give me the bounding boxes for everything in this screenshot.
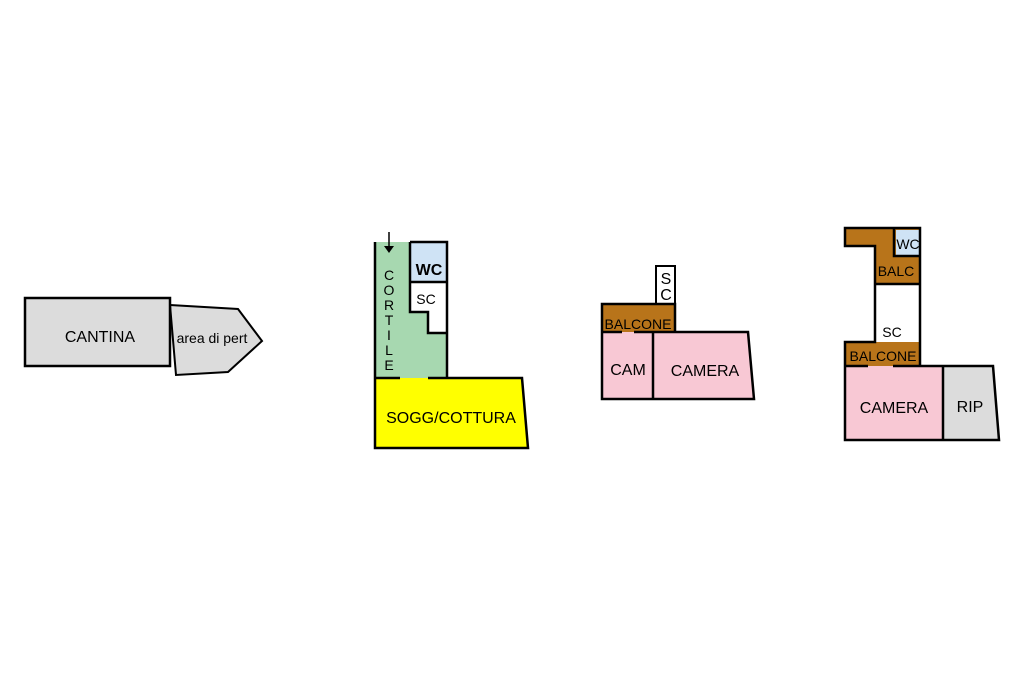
wc-room <box>410 242 447 282</box>
svg-text:R: R <box>384 297 394 313</box>
camera-label-first: CAMERA <box>671 363 740 380</box>
plan4-walls <box>843 226 1001 442</box>
camera-room-first <box>653 332 754 399</box>
cortile-label: C O R T I L E <box>384 267 395 373</box>
wc-label-second: WC <box>896 236 919 252</box>
wc-room-second <box>896 230 919 256</box>
wc-label: WC <box>416 262 443 279</box>
svg-text:E: E <box>384 357 393 373</box>
cortile-room <box>375 242 447 378</box>
cam-room <box>602 332 653 399</box>
plan-ground-floor: C O R T I L E WC SC SOGG/COTTURA <box>373 232 530 450</box>
sc-room <box>410 282 447 333</box>
sc-closet-label-c: C <box>660 287 672 304</box>
svg-text:L: L <box>385 342 393 358</box>
area-di-pertinenza-room <box>168 303 264 377</box>
camera-label-second: CAMERA <box>860 400 929 417</box>
balcone-label: BALCONE <box>605 316 672 332</box>
plan-cantina: CANTINA area di pert <box>23 296 264 377</box>
svg-text:T: T <box>385 312 394 328</box>
area-di-pertinenza-label: area di pert <box>177 330 248 346</box>
svg-text:I: I <box>387 327 391 343</box>
balc-label: BALC <box>878 263 915 279</box>
sc-label-second: SC <box>882 324 901 340</box>
entry-arrow-icon <box>384 232 394 253</box>
plan-first-floor: S C BALCONE CAM CAMERA <box>600 265 756 401</box>
plan-second-floor: WC BALC SC BALCONE CAMERA RIP <box>843 226 1001 442</box>
cantina-label: CANTINA <box>65 329 136 346</box>
balcone-label-second: BALCONE <box>850 348 917 364</box>
svg-text:C: C <box>384 267 394 283</box>
sc-label: SC <box>416 291 435 307</box>
sc-room-second <box>876 284 919 342</box>
rip-room <box>943 366 999 440</box>
plan3-walls <box>600 302 756 401</box>
soggiorno-cottura-label: SOGG/COTTURA <box>386 410 516 427</box>
cantina-room <box>23 296 172 368</box>
balcone-room <box>602 304 675 332</box>
rip-label: RIP <box>957 399 984 416</box>
camera-room-second <box>846 366 943 440</box>
svg-text:O: O <box>384 282 395 298</box>
plan2-walls <box>373 240 530 450</box>
soggiorno-cottura-room <box>375 378 528 448</box>
sc-closet-label-s: S <box>661 271 672 288</box>
cam-label: CAM <box>610 362 646 379</box>
